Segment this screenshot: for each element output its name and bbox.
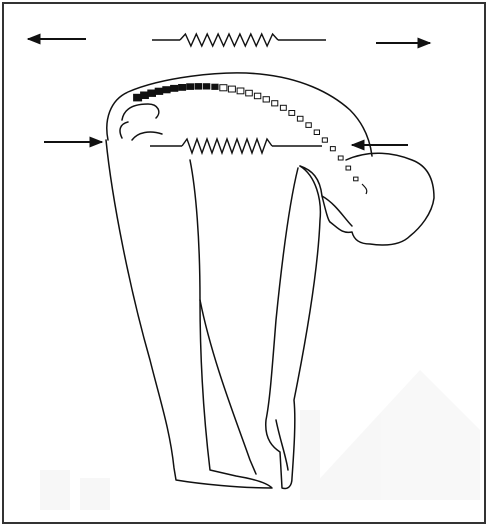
vertebra: [162, 86, 170, 93]
vertebra: [314, 130, 319, 135]
upper-spring: [152, 34, 326, 46]
vertebra: [254, 93, 260, 99]
vertebra: [237, 88, 244, 94]
spine-end-mark: [362, 184, 367, 194]
vertebra: [322, 138, 327, 142]
vertebra: [203, 83, 211, 89]
vertebra: [338, 156, 343, 160]
vertebra: [246, 90, 253, 96]
vertebra: [354, 177, 358, 181]
vertebra: [211, 84, 218, 90]
vertebra: [178, 84, 186, 91]
vertebra: [306, 123, 311, 128]
vertebra: [346, 166, 351, 170]
spine-vertebrae: [133, 83, 367, 194]
vertebra: [155, 88, 164, 95]
vertebra: [289, 111, 295, 116]
background-watermark: [40, 370, 480, 510]
vertebra: [330, 147, 335, 151]
vertebra: [220, 85, 227, 91]
vertebra: [147, 90, 156, 97]
vertebra: [263, 97, 269, 102]
vertebra: [170, 85, 178, 92]
vertebra: [195, 83, 203, 90]
vertebra: [280, 105, 286, 110]
vertebra: [186, 83, 194, 90]
vertebra: [228, 86, 235, 92]
vertebra: [297, 116, 303, 121]
vertebra: [272, 101, 278, 106]
lower-spring: [150, 139, 322, 153]
